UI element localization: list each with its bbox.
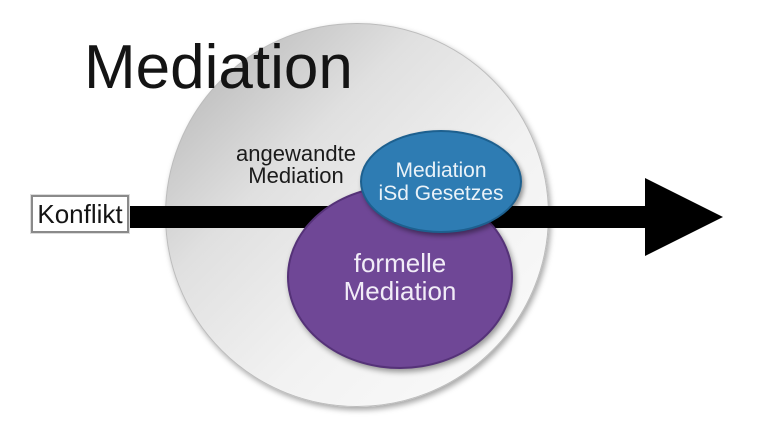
legal-mediation-label-line2: iSd Gesetzes	[378, 181, 504, 205]
conflict-box: Konflikt	[31, 195, 129, 233]
conflict-box-label: Konflikt	[37, 198, 123, 229]
page-title: Mediation	[84, 33, 353, 102]
legal-mediation-label-line1: Mediation	[395, 158, 487, 182]
outer-circle-label-line2: Mediation	[248, 163, 344, 188]
legal-mediation-ellipse: Mediation iSd Gesetzes	[360, 130, 522, 233]
outer-circle-label-line1: angewandte	[236, 141, 356, 166]
outer-circle-label: angewandte Mediation	[196, 143, 396, 187]
conflict-arrow-head	[645, 178, 723, 256]
formal-mediation-label-line1: formelle	[353, 248, 447, 278]
formal-mediation-label-line2: Mediation	[343, 276, 457, 306]
